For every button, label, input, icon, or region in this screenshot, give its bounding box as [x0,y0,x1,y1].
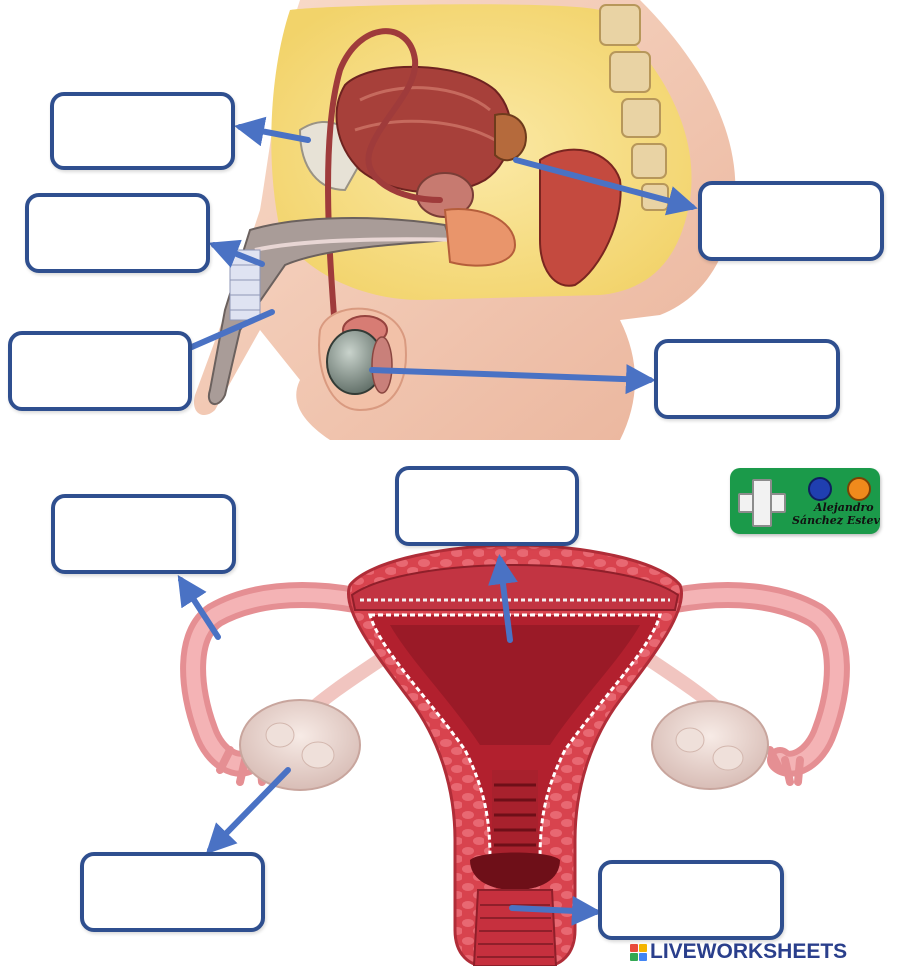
left-ovary [240,700,360,790]
author-logo: Alejandro Sánchez Esteve [730,468,880,534]
vagina [474,890,556,966]
answer-box-7[interactable] [395,466,579,546]
right-ovary [652,701,768,789]
orange-dot-icon [847,477,871,501]
medical-cross-icon-vertical [752,479,772,527]
liveworksheets-brand: LIVEWORKSHEETS [630,940,847,964]
answer-box-8[interactable] [80,852,265,932]
answer-box-6[interactable] [51,494,236,574]
author-name-line2: Sánchez Esteve [792,514,880,527]
answer-box-4[interactable] [698,181,884,261]
blue-dot-icon [808,477,832,501]
arrow-vagina [512,908,596,912]
answer-input-6[interactable] [55,498,232,570]
answer-input-8[interactable] [84,856,261,928]
author-name-line1: Alejandro [814,501,874,514]
answer-input-2[interactable] [29,197,206,269]
cervix [492,770,538,860]
brand-text: LIVEWORKSHEETS [650,940,847,964]
answer-box-1[interactable] [50,92,235,170]
answer-input-3[interactable] [12,335,188,407]
arrow-ovary [210,770,288,850]
liveworksheets-logo-icon [630,944,647,961]
answer-box-3[interactable] [8,331,192,411]
answer-input-4[interactable] [702,185,880,257]
answer-box-5[interactable] [654,339,840,419]
answer-input-1[interactable] [54,96,231,166]
answer-input-9[interactable] [602,864,780,936]
answer-box-2[interactable] [25,193,210,273]
answer-box-9[interactable] [598,860,784,940]
answer-input-5[interactable] [658,343,836,415]
answer-input-7[interactable] [399,470,575,542]
